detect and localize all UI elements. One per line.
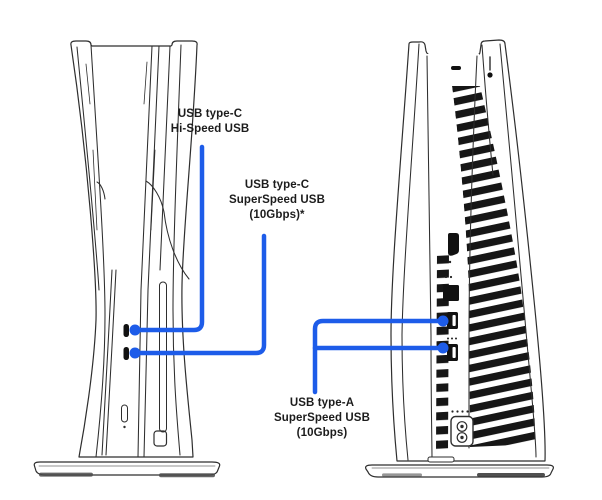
lan-port-icon: [443, 285, 459, 301]
disc-slot-icon: [153, 281, 168, 447]
stand-base: [365, 464, 554, 478]
connector-endpoint: [437, 315, 449, 327]
connector-endpoint: [437, 342, 449, 354]
callout-text-line: Hi-Speed USB: [170, 123, 250, 135]
usb-a-port-top-icon: [447, 312, 458, 329]
callout-usb-c-hispeed: USB type-C Hi-Speed USB: [144, 107, 276, 137]
connector-endpoint: [129, 324, 141, 336]
detail-dot: [444, 275, 448, 279]
ac-inlet-icon: [450, 410, 474, 447]
callout-text-line: (10Gbps)*: [249, 209, 305, 221]
callout-text-line: (10Gbps): [296, 427, 348, 439]
back-body-contours: [401, 43, 537, 463]
front-body-contours: [76, 44, 190, 458]
callout-text-line: USB type-A: [289, 397, 355, 409]
console-back-view: [365, 39, 554, 478]
stand-base: [33, 461, 221, 478]
screw-hole-icon: [487, 56, 493, 78]
connector-endpoint: [129, 347, 141, 359]
power-button-icon: [121, 404, 128, 429]
connector-usb-c-superspeed: [132, 233, 267, 356]
callout-usb-a-superspeed: USB type-A SuperSpeed USB (10Gbps): [256, 396, 388, 441]
top-vent-dash: [451, 66, 461, 70]
usb-a-port-bottom-icon: [447, 344, 458, 361]
usb-c-port-top-icon: [123, 324, 129, 337]
detail-dot: [449, 275, 453, 279]
callout-usb-c-superspeed: USB type-C SuperSpeed USB (10Gbps)*: [211, 178, 343, 223]
callout-text-line: SuperSpeed USB: [274, 412, 370, 424]
connector-usb-a-top: [312, 318, 446, 395]
detail-dot: [448, 260, 452, 264]
callout-text-line: SuperSpeed USB: [229, 194, 325, 206]
callout-connectors: [129, 144, 449, 395]
connector-usb-c-hispeed: [132, 144, 205, 333]
callout-text-line: USB type-C: [177, 108, 243, 120]
usb-c-port-bottom-icon: [123, 347, 129, 360]
callout-text-line: USB type-C: [244, 179, 310, 191]
hdmi-port-icon: [448, 233, 459, 256]
detail-dots-row: [447, 337, 457, 340]
vent-grille: [452, 86, 536, 447]
